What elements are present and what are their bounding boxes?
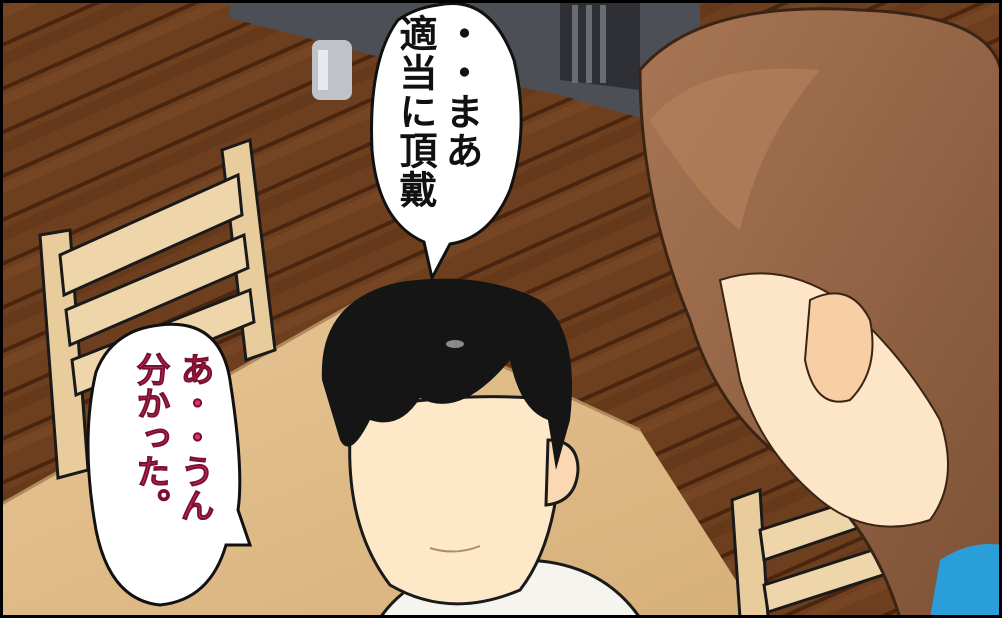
dialogue-text-top: ・・まあ 適当に頂戴: [393, 14, 483, 209]
dialogue-text-left: あ・・うん 分かった。: [130, 352, 215, 523]
speech-bubble-left: [86, 322, 253, 607]
speech-bubble-top: [370, 2, 523, 283]
boy-character: [321, 278, 642, 618]
woman-character: [638, 7, 1002, 618]
